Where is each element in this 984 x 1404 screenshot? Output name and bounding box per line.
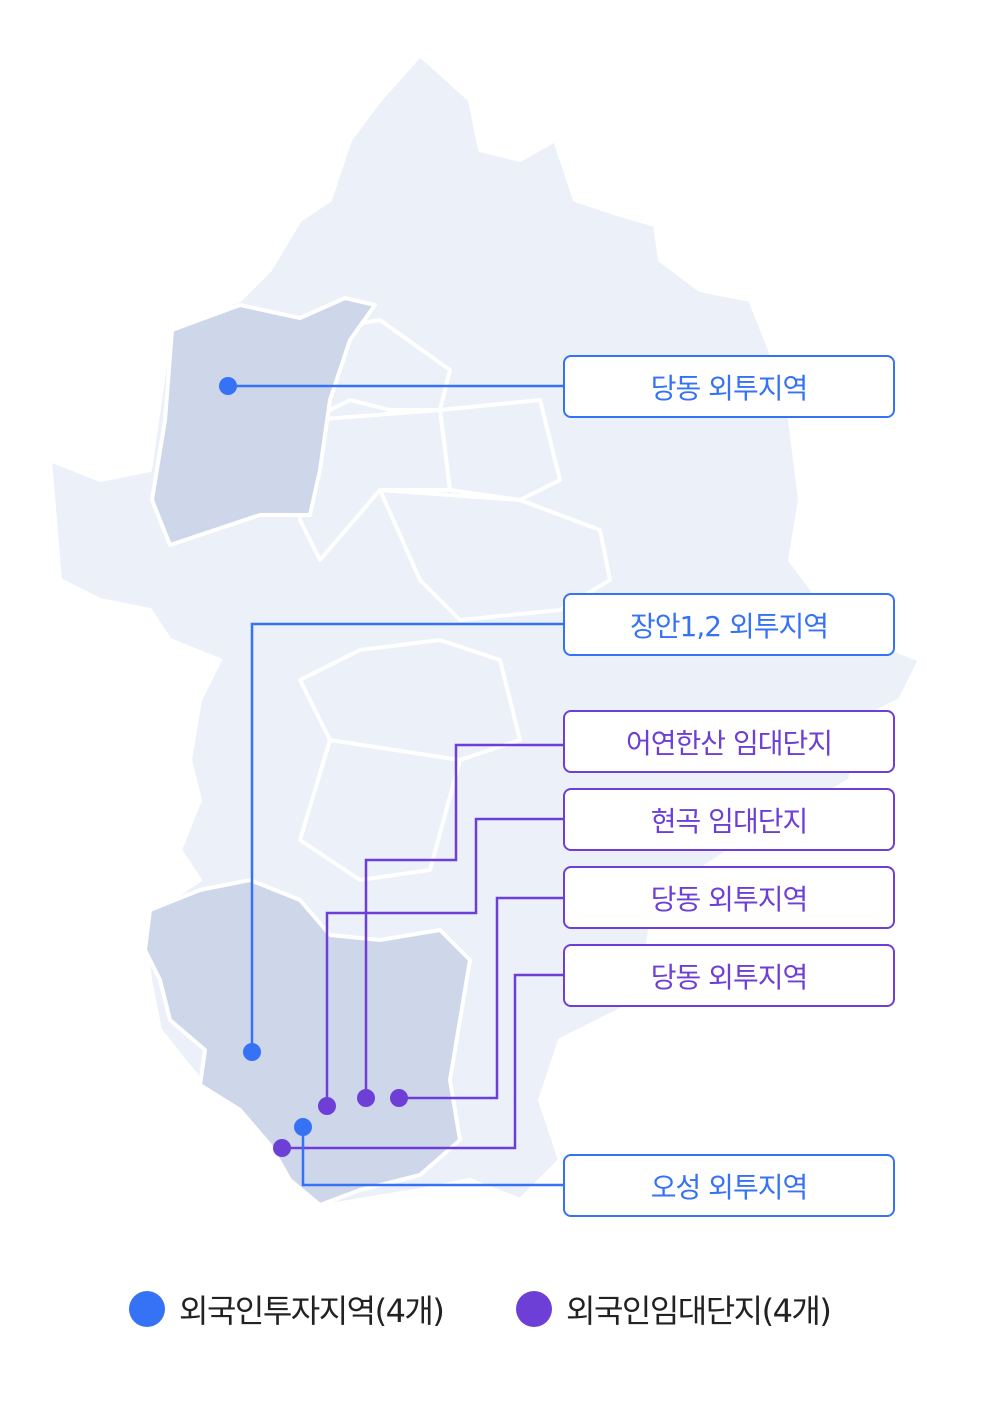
label-oseong-investment[interactable]: 오성 외투지역	[563, 1154, 895, 1217]
marker-rental[interactable]	[390, 1089, 408, 1107]
connector-line	[325, 817, 563, 1106]
marker-rental[interactable]	[273, 1139, 291, 1157]
label-eoyeon-hansan-rental[interactable]: 어연한산 임대단지	[563, 710, 895, 773]
purple-dot-icon	[516, 1291, 552, 1327]
highlight-regions	[143, 296, 472, 1207]
label-dangdong-investment[interactable]: 당동 외투지역	[563, 355, 895, 418]
marker-investment[interactable]	[219, 377, 237, 395]
location-markers	[219, 377, 408, 1157]
connectors	[228, 384, 563, 1187]
connector-line	[250, 622, 563, 1052]
connector-line	[301, 1127, 563, 1187]
blue-dot-icon	[129, 1291, 165, 1327]
connector-line	[364, 743, 563, 1098]
connector-line	[399, 896, 563, 1100]
label-hyeongok-rental[interactable]: 현곡 임대단지	[563, 788, 895, 851]
legend-label: 외국인임대단지(4개)	[566, 1292, 832, 1330]
region-northwest	[150, 296, 377, 547]
legend-label: 외국인투자지역(4개)	[179, 1292, 445, 1330]
region-southwest	[143, 878, 472, 1207]
label-dangdong-rental-1[interactable]: 당동 외투지역	[563, 866, 895, 929]
marker-investment[interactable]	[294, 1118, 312, 1136]
label-jangan-investment[interactable]: 장안1,2 외투지역	[563, 593, 895, 656]
legend-rental: 외국인임대단지(4개)	[516, 1286, 832, 1332]
marker-rental[interactable]	[318, 1097, 336, 1115]
label-dangdong-rental-2[interactable]: 당동 외투지역	[563, 944, 895, 1007]
connector-line	[282, 973, 563, 1150]
marker-rental[interactable]	[357, 1089, 375, 1107]
legend-investment: 외국인투자지역(4개)	[129, 1286, 445, 1332]
marker-investment[interactable]	[243, 1043, 261, 1061]
